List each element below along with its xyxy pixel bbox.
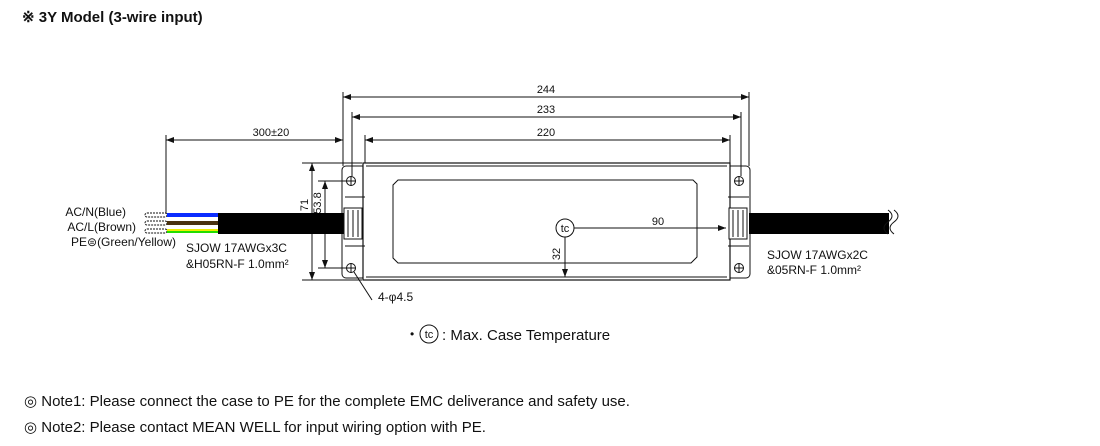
wire-label-ac-l: AC/L(Brown) xyxy=(67,220,136,234)
dim-32: 32 xyxy=(551,248,563,260)
wire-blue xyxy=(167,213,218,217)
housing-body xyxy=(362,162,731,281)
output-gland xyxy=(728,207,748,240)
legend-tc-icon xyxy=(419,324,439,344)
dim-cable-length: 300±20 xyxy=(253,127,290,139)
dim-90: 90 xyxy=(652,216,664,228)
hole-leader xyxy=(353,271,373,301)
dim-53-8: 53.8 xyxy=(312,192,324,213)
legend-text: : Max. Case Temperature xyxy=(442,327,610,344)
wire-green-yellow xyxy=(167,229,218,231)
mount-holes xyxy=(346,176,744,273)
housing xyxy=(341,162,751,281)
section-title: ※ 3Y Model (3-wire input) xyxy=(22,9,203,26)
output-cable-spec-2: &05RN-F 1.0mm² xyxy=(767,263,861,277)
input-cable xyxy=(218,213,346,234)
label-window xyxy=(392,179,698,264)
input-wires xyxy=(144,212,218,234)
note-2: ◎ Note2: Please contact MEAN WELL for in… xyxy=(24,419,486,436)
note-1: ◎ Note1: Please connect the case to PE f… xyxy=(24,393,630,410)
hole-icon xyxy=(734,176,744,186)
output-cable xyxy=(749,213,889,234)
input-cable-spec-2: &H05RN-F 1.0mm² xyxy=(186,257,289,271)
break-symbol-icon xyxy=(883,209,899,235)
dim-233: 233 xyxy=(537,104,555,116)
output-cable-spec-1: SJOW 17AWGx2C xyxy=(767,248,868,262)
input-gland xyxy=(343,207,363,240)
legend-tc-label: tc xyxy=(425,329,434,341)
input-cable-spec-1: SJOW 17AWGx3C xyxy=(186,241,287,255)
dim-71: 71 xyxy=(299,199,311,211)
legend-bullet: • xyxy=(410,327,414,341)
dim-244: 244 xyxy=(537,84,555,96)
hole-spec: 4-φ4.5 xyxy=(378,290,413,304)
wire-label-pe: PE⊜(Green/Yellow) xyxy=(71,235,176,249)
tc-label: tc xyxy=(561,223,570,235)
hole-icon xyxy=(734,263,744,273)
wire-label-ac-n: AC/N(Blue) xyxy=(65,205,126,219)
hole-icon xyxy=(346,176,356,186)
dim-220: 220 xyxy=(537,127,555,139)
wire-brown xyxy=(167,221,218,225)
hole-icon xyxy=(346,263,356,273)
